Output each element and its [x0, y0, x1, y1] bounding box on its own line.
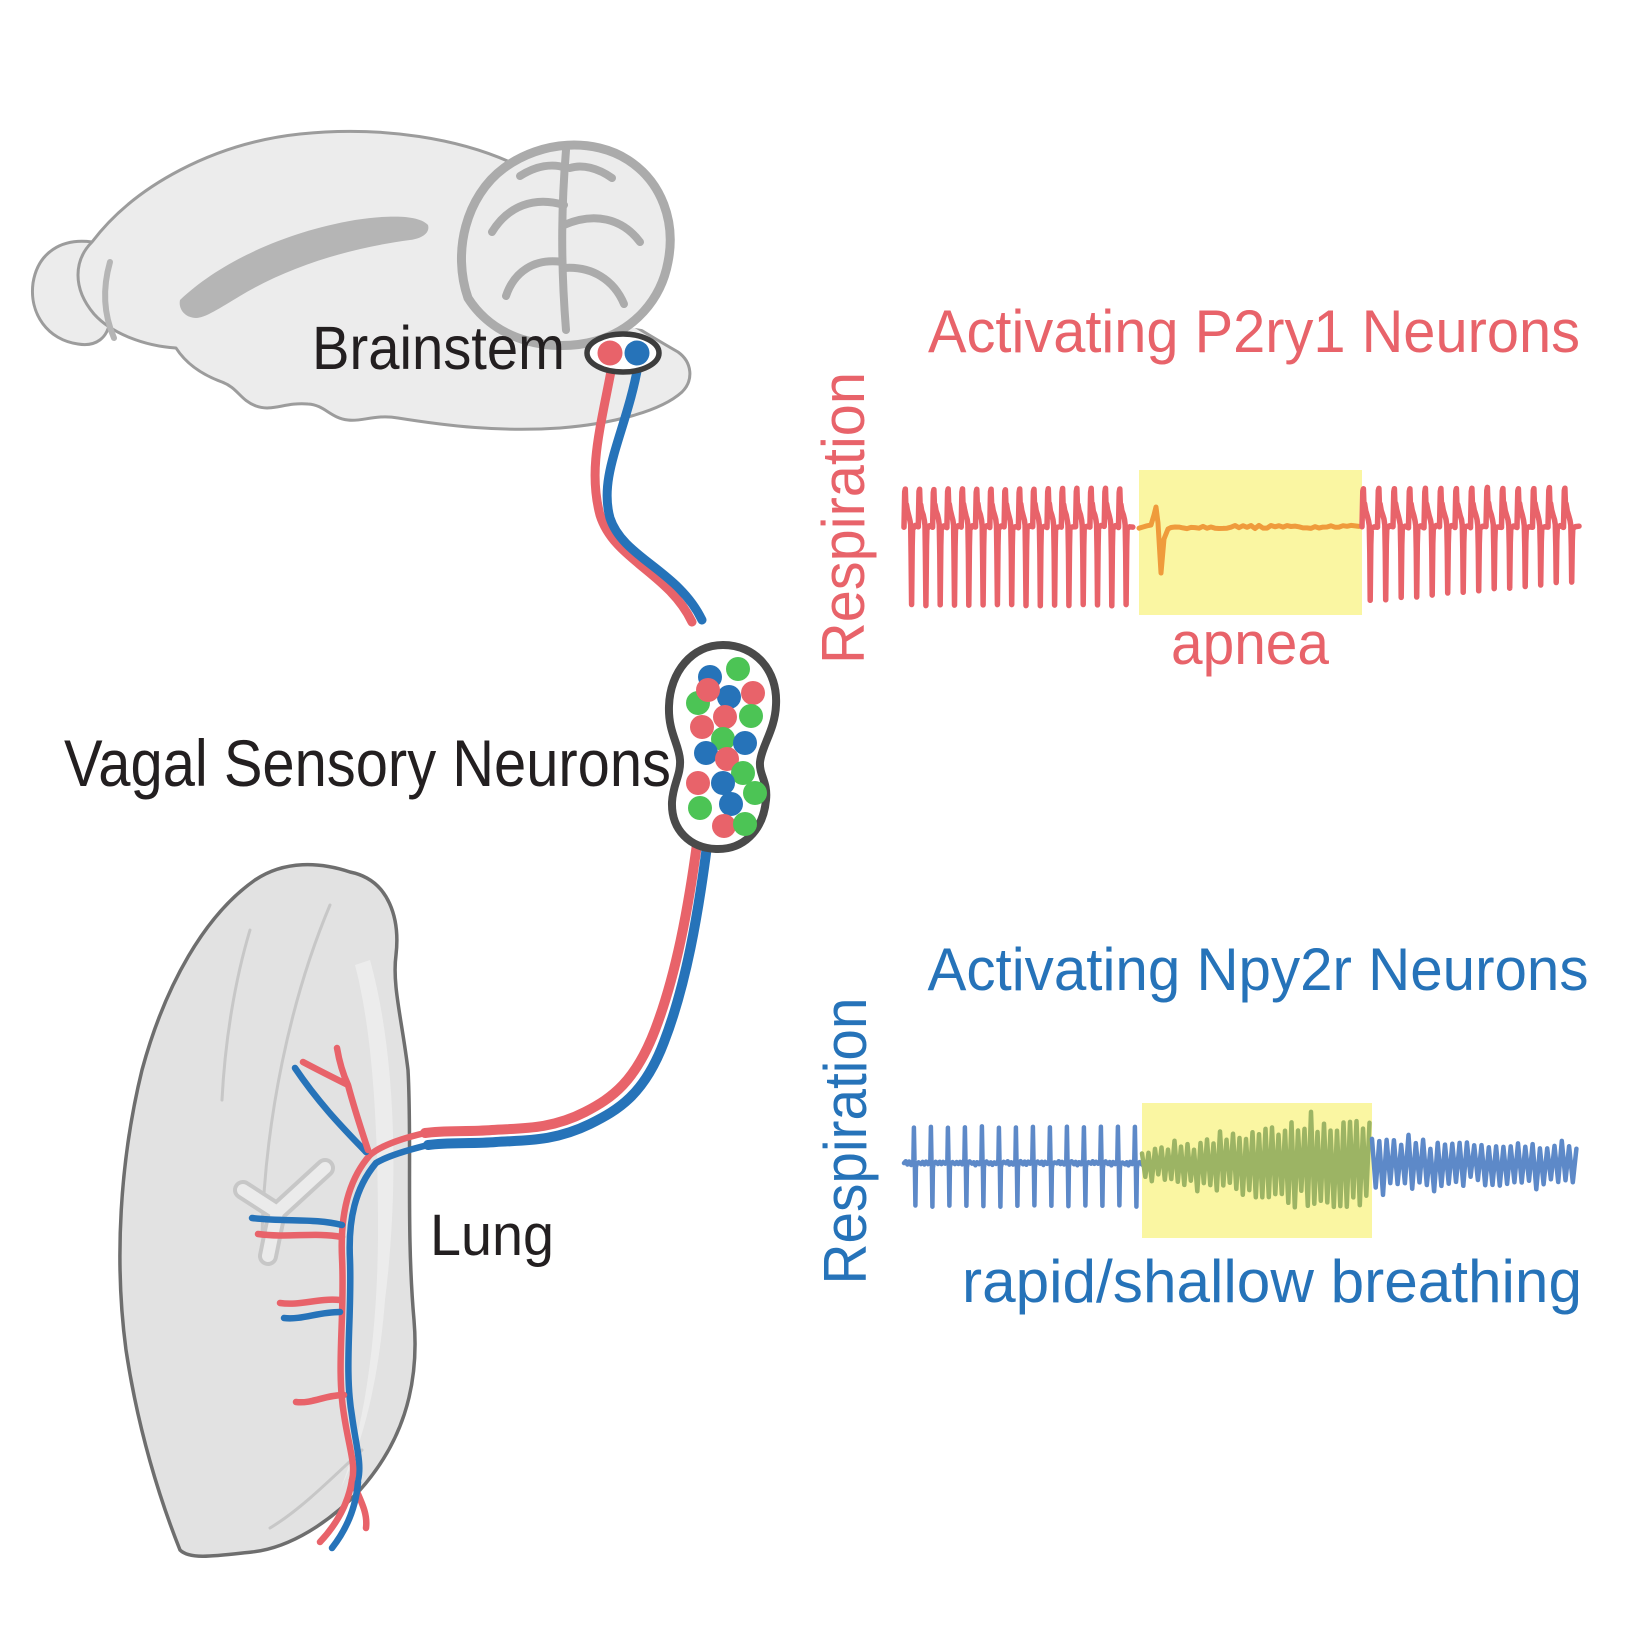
vagus-nerve-lower	[420, 839, 712, 1150]
trace-p2ry1-segment-2	[1359, 484, 1582, 604]
trace-p2ry1	[901, 484, 1582, 609]
ganglion-neuron-dot	[696, 678, 720, 702]
ganglion-neuron-dot	[717, 685, 741, 709]
lung-illustration	[118, 862, 417, 1559]
stim-highlight-p2ry1	[1139, 470, 1362, 615]
cerebellum-folia	[488, 146, 644, 334]
ganglion-neuron-dot	[712, 814, 736, 838]
cerebellum	[457, 140, 675, 351]
lung-branch-red-tip	[316, 1476, 370, 1546]
panel-title-p2ry1: Activating P2ry1 Neurons	[928, 298, 1580, 365]
vagal-fiber-blue-lower	[423, 841, 712, 1150]
vagal-ganglion	[664, 641, 781, 854]
brain-illustration	[30, 129, 696, 431]
lung-branch-red-up	[299, 1044, 372, 1154]
lung-branch-red-left2	[276, 1296, 344, 1307]
lung-branch-blue-up	[291, 1064, 370, 1156]
ganglion-neuron-dot	[713, 705, 737, 729]
ganglion-neuron-dot	[733, 731, 757, 755]
trace-npy2r	[901, 1109, 1579, 1210]
lung-highlight	[340, 960, 394, 1490]
ganglion-neuron-dot	[711, 727, 735, 751]
rapid-shallow-label: rapid/shallow breathing	[962, 1248, 1582, 1315]
ganglion-neuron-dot	[741, 681, 765, 705]
ganglion-neuron-dot	[715, 747, 739, 771]
brainstem-nucleus-dots	[597, 340, 650, 366]
panel-title-npy2r: Activating Npy2r Neurons	[928, 936, 1589, 1003]
apnea-label: apnea	[1171, 610, 1330, 677]
ganglion-neuron-dot	[719, 792, 743, 816]
vagal-fiber-red-lower	[420, 839, 702, 1138]
ganglion-neuron-dot	[688, 796, 712, 820]
lateral-ventricle-line	[102, 259, 117, 341]
ganglion-neuron-dot	[731, 761, 755, 785]
vagus-nerve-upper	[590, 361, 707, 627]
lung-branch-blue-tip	[328, 1478, 362, 1552]
ganglion-neuron-dot	[739, 704, 763, 728]
lung-label: Lung	[430, 1203, 554, 1268]
ganglion-neuron-dot	[726, 657, 750, 681]
lung-branch-blue-left2	[280, 1308, 344, 1322]
lung-branch-blue-main	[345, 1141, 432, 1484]
trace-npy2r-segment-1	[1139, 1109, 1372, 1210]
vagal-fiber-blue-upper	[602, 361, 707, 625]
brainstem-neuron-dot	[624, 340, 650, 366]
panel-p2ry1: Activating P2ry1 Neurons Respiration apn…	[810, 298, 1582, 677]
ganglion-neuron-dot	[686, 771, 710, 795]
vagal-fiber-red-upper	[590, 361, 697, 627]
ganglion-neuron-dot	[743, 781, 767, 805]
panel-npy2r: Activating Npy2r Neurons Respiration rap…	[812, 936, 1589, 1315]
brainstem-nucleus	[584, 331, 662, 375]
respiration-axis-label-p2ry1: Respiration	[810, 372, 877, 664]
lung-branch-red-main	[337, 1129, 429, 1484]
lung-branch-red-left3	[292, 1391, 348, 1406]
trace-p2ry1-segment-1	[1136, 504, 1362, 576]
trace-npy2r-segment-0	[901, 1124, 1145, 1209]
ganglion-neuron-dot	[694, 741, 718, 765]
ganglion-neuron-dot	[733, 812, 757, 836]
lung-branch-blue-left1	[248, 1214, 346, 1229]
trace-npy2r-segment-2	[1369, 1132, 1579, 1198]
lung-branch-red-left1	[254, 1230, 346, 1241]
corpus-callosum	[179, 216, 429, 318]
ganglion-neuron-dot	[711, 771, 735, 795]
vagal-neurons-label: Vagal Sensory Neurons	[64, 726, 671, 800]
ganglion-neuron-dot	[690, 715, 714, 739]
lung-nerve-branches	[248, 1044, 432, 1552]
ganglion-dots	[686, 657, 767, 838]
brainstem-neuron-dot	[597, 340, 623, 366]
brainstem-label: Brainstem	[312, 314, 565, 382]
trace-p2ry1-segment-0	[901, 485, 1136, 609]
respiration-axis-label-npy2r: Respiration	[812, 998, 879, 1285]
